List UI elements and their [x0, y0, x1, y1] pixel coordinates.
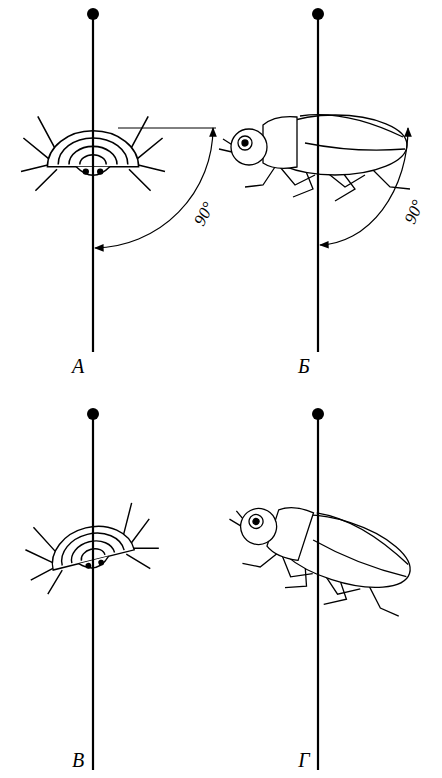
- angle-label: 90°: [401, 197, 427, 227]
- panel-letter: Г: [297, 750, 310, 770]
- angle-label: 90°: [190, 199, 217, 230]
- panel-letter: Б: [297, 356, 311, 376]
- panel-letter: А: [71, 356, 85, 376]
- panel-letter: В: [71, 750, 85, 770]
